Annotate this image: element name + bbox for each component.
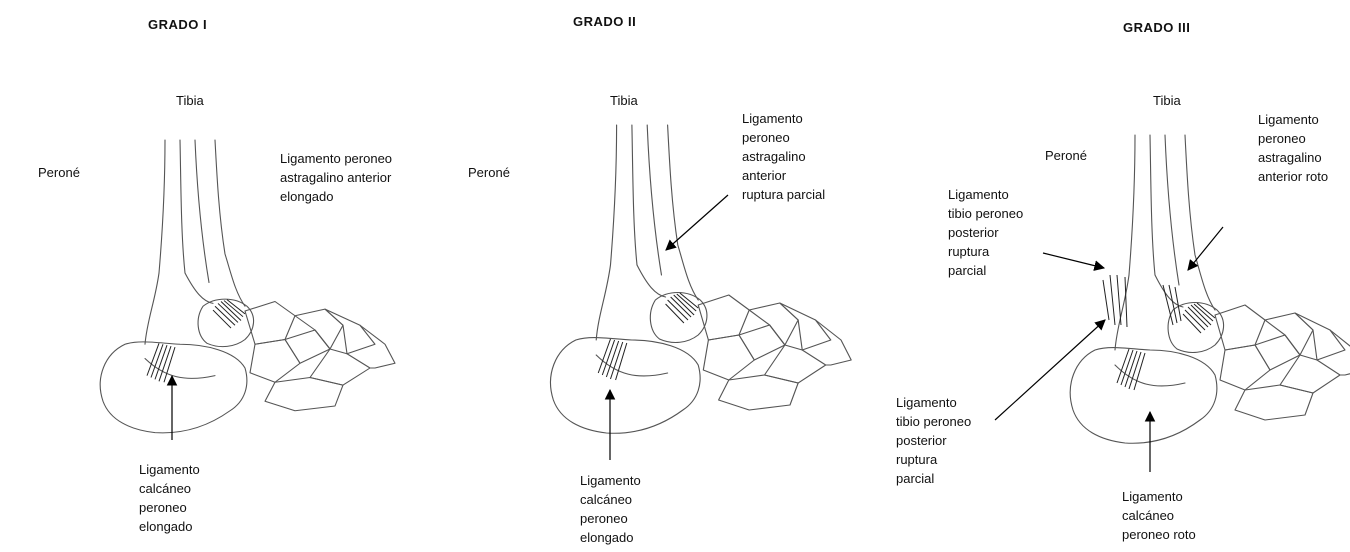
label-tibia-1: Tibia — [176, 91, 204, 110]
arrow-grado3-astragalino — [1188, 227, 1223, 270]
label-ligament-top-3: Ligamento peroneo astragalino anterior r… — [1258, 110, 1328, 186]
label-ligament-bottom-1: Ligamento calcáneo peroneo elongado — [139, 460, 200, 536]
label-ligament-top-1: Ligamento peroneo astragalino anterior e… — [280, 149, 392, 206]
panel-title-grado-3: GRADO III — [1123, 20, 1190, 35]
label-perone-2: Peroné — [468, 163, 510, 182]
label-perone-1: Peroné — [38, 163, 80, 182]
label-perone-3: Peroné — [1045, 146, 1087, 165]
label-ligament-bottom-3: Ligamento calcáneo peroneo roto — [1122, 487, 1196, 544]
arrow-grado3-tibioperoneo-upper — [1043, 253, 1104, 268]
label-ligament-left-lower-3: Ligamento tibio peroneo posterior ruptur… — [896, 393, 971, 488]
label-ligament-left-upper-3: Ligamento tibio peroneo posterior ruptur… — [948, 185, 1023, 280]
arrow-grado3-tibioperoneo-lower — [995, 320, 1105, 420]
panel-title-grado-1: GRADO I — [148, 17, 207, 32]
label-tibia-2: Tibia — [610, 91, 638, 110]
panel-title-grado-2: GRADO II — [573, 14, 636, 29]
label-ligament-bottom-2: Ligamento calcáneo peroneo elongado — [580, 471, 641, 547]
label-tibia-3: Tibia — [1153, 91, 1181, 110]
label-ligament-top-2: Ligamento peroneo astragalino anterior r… — [742, 109, 825, 204]
